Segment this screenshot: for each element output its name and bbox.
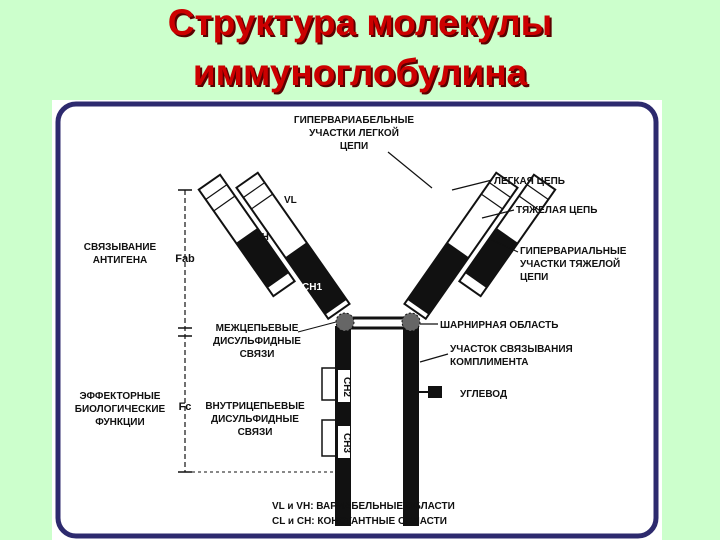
hv-line-r2 xyxy=(518,195,541,212)
diagram-frame xyxy=(55,101,659,539)
antigen-binding-line2: АНТИГЕНА xyxy=(93,255,148,266)
hv-light-line3: ЦЕПИ xyxy=(340,141,368,152)
fc-label: Fc xyxy=(179,401,192,413)
hv-line-l4 xyxy=(251,193,274,210)
hv-line-r1 xyxy=(526,184,549,200)
effector-line2: БИОЛОГИЧЕСКИЕ xyxy=(75,404,166,415)
hv-light-line1: ГИПЕРВАРИАБЕЛЬНЫЕ xyxy=(294,115,414,126)
effector-line1: ЭФФЕКТОРНЫЕ xyxy=(80,391,161,402)
vl-label: VL xyxy=(284,195,297,206)
hv-line-l1 xyxy=(205,184,228,200)
ch1-right xyxy=(407,242,469,315)
vh-label: VH xyxy=(255,232,269,243)
intrachain-line2: ДИСУЛЬФИДНЫЕ xyxy=(211,414,299,425)
hinge-right xyxy=(401,312,421,332)
cl-label: CL xyxy=(333,250,346,261)
intrachain-loop-ch2 xyxy=(321,367,335,401)
ch1-label: CH1 xyxy=(302,282,322,293)
intrachain-loop-ch3 xyxy=(321,419,335,457)
ch3-label: CH3 xyxy=(341,433,352,453)
heavy-chain-label: ТЯЖЕЛАЯ ЦЕПЬ xyxy=(516,205,597,216)
hv-line-l3 xyxy=(243,182,265,199)
cl-left xyxy=(236,227,289,288)
dimension-lines: Fab Fc xyxy=(175,189,335,473)
effector-line3: ФУНКЦИИ xyxy=(95,417,144,428)
ch3-label-box xyxy=(338,426,350,458)
ch2-label: CH2 xyxy=(341,377,352,397)
antibody-svg: CH2 CH3 VL VH CL CH1 xyxy=(55,101,659,539)
complement-line1: УЧАСТОК СВЯЗЫВАНИЯ xyxy=(450,344,573,355)
hv-heavy-line3: ЦЕПИ xyxy=(520,272,548,283)
interchain-line2: ДИСУЛЬФИДНЫЕ xyxy=(213,336,301,347)
intrachain-line1: ВНУТРИЦЕПЬЕВЫЕ xyxy=(205,401,305,412)
title-line-2: иммуноглобулина xyxy=(192,52,528,93)
fab-right-arm xyxy=(403,171,557,321)
legend-line2: CL и CH: КОНСТАНТНЫЕ ОБЛАСТИ xyxy=(272,516,447,527)
complement-line1b: КОМПЛИМЕНТА xyxy=(450,357,529,368)
fab-label: Fab xyxy=(175,253,195,265)
cl-right xyxy=(465,227,518,288)
title-line-1: Структура молекулы xyxy=(167,2,553,43)
fab-left-arm xyxy=(197,171,351,321)
interchain-line3: СВЯЗИ xyxy=(240,349,275,360)
antibody-diagram: CH2 CH3 VL VH CL CH1 xyxy=(52,100,662,540)
hinge-left xyxy=(335,312,355,332)
carbohydrate-mark xyxy=(428,386,442,398)
light-chain-label: ЛЕГКАЯ ЦЕПЬ xyxy=(494,176,565,187)
carbohydrate-label: УГЛЕВОД xyxy=(460,389,507,400)
hv-light-line2: УЧАСТКИ ЛЕГКОЙ xyxy=(309,126,399,139)
intrachain-line3: СВЯЗИ xyxy=(238,427,273,438)
hv-heavy-line1: ГИПЕРВАРИАЛЬНЫЕ xyxy=(520,246,627,257)
hv-line-l2 xyxy=(213,195,236,212)
interchain-line1: МЕЖЦЕПЬЕВЫЕ xyxy=(216,323,299,334)
antigen-binding-line1: СВЯЗЫВАНИЕ xyxy=(84,242,157,253)
legend-line1: VL и VH: ВАРИАБЕЛЬНЫЕ ОБЛАСТИ xyxy=(272,501,455,512)
hinge-label: ШАРНИРНАЯ ОБЛАСТЬ xyxy=(440,320,558,331)
ch2-label-box xyxy=(338,370,350,402)
hv-line-r3 xyxy=(489,182,511,199)
heavy-chain-stem-right xyxy=(403,326,419,526)
hv-heavy-line2: УЧАСТКИ ТЯЖЕЛОЙ xyxy=(520,257,620,270)
ch1-left xyxy=(285,242,347,315)
hv-line-r4 xyxy=(480,193,503,210)
